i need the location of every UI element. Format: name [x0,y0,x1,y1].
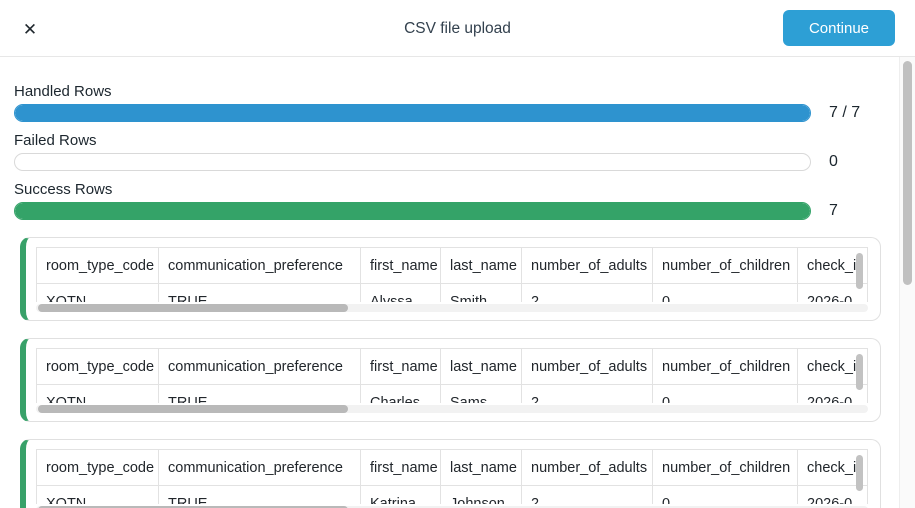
continue-button[interactable]: Continue [782,10,895,46]
column-header: room_type_code [36,348,159,385]
table-vertical-scrollbar[interactable] [856,253,863,289]
table-cell: XQTN [36,384,159,403]
dialog-header: ✕ CSV file upload Continue [0,0,915,57]
column-header: room_type_code [36,449,159,486]
column-header: number_of_children [652,449,798,486]
failed-rows-progressbar [14,153,811,171]
close-button[interactable]: ✕ [18,18,42,42]
column-header: check_i [797,449,867,486]
table-cell: 2 [521,384,653,403]
dialog-scrollbar-thumb[interactable] [903,61,912,285]
table-horizontal-scrollbar[interactable] [36,405,868,413]
success-rows-count: 7 [829,202,838,219]
table-cell: 2026-0 [797,283,867,302]
dialog-title: CSV file upload [404,20,511,37]
handled-rows-count: 7 / 7 [829,104,861,121]
csv-table-3: room_type_code communication_preference … [36,449,868,504]
table-cell: Katrina [360,485,441,504]
table-cell: 0 [652,384,798,403]
column-header: last_name [440,449,522,486]
table-row: XQTN TRUE Katrina Johnson 2 0 2026-0 [36,485,867,504]
column-header: last_name [440,348,522,385]
column-header: check_i [797,348,867,385]
csv-preview-card-1: room_type_code communication_preference … [20,237,881,321]
column-header: number_of_children [652,348,798,385]
table-cell: TRUE [158,384,361,403]
failed-rows-label: Failed Rows [14,132,97,149]
failed-rows-count: 0 [829,153,838,170]
table-horizontal-scrollbar[interactable] [36,304,868,312]
failed-rows-group: Failed Rows 0 [14,132,885,171]
column-header: communication_preference [158,449,361,486]
table-cell: 2 [521,283,653,302]
table-header-row: room_type_code communication_preference … [36,449,867,486]
column-header: room_type_code [36,247,159,284]
table-cell: Smith [440,283,522,302]
column-header: number_of_children [652,247,798,284]
handled-rows-label: Handled Rows [14,83,112,100]
csv-table-2: room_type_code communication_preference … [36,348,868,403]
csv-preview-card-2: room_type_code communication_preference … [20,338,881,422]
dialog-body: Handled Rows 7 / 7 Failed Rows 0 Success… [0,57,899,508]
table-cell: TRUE [158,485,361,504]
column-header: number_of_adults [521,247,653,284]
column-header: first_name [360,348,441,385]
success-rows-progressbar [14,202,811,220]
table-vertical-scrollbar[interactable] [856,354,863,390]
table-header-row: room_type_code communication_preference … [36,247,867,284]
table-cell: 0 [652,485,798,504]
table-cell: TRUE [158,283,361,302]
table-header-row: room_type_code communication_preference … [36,348,867,385]
handled-rows-progress-fill [15,105,810,121]
horizontal-scrollbar-thumb[interactable] [38,304,348,312]
column-header: last_name [440,247,522,284]
column-header: number_of_adults [521,348,653,385]
handled-rows-progressbar [14,104,811,122]
success-rows-progress-fill [15,203,810,219]
success-rows-group: Success Rows 7 [14,181,885,220]
table-vertical-scrollbar[interactable] [856,455,863,491]
close-icon: ✕ [22,20,38,39]
csv-preview-list: room_type_code communication_preference … [14,237,885,508]
table-row: XQTN TRUE Charles Sams 2 0 2026-0 [36,384,867,403]
table-horizontal-scrollbar[interactable] [36,506,868,508]
column-header: number_of_adults [521,449,653,486]
table-cell: XQTN [36,283,159,302]
csv-table-1: room_type_code communication_preference … [36,247,868,302]
column-header: first_name [360,449,441,486]
table-cell: Sams [440,384,522,403]
dialog-scrollbar[interactable] [899,57,915,508]
horizontal-scrollbar-thumb[interactable] [38,506,348,508]
table-cell: Johnson [440,485,522,504]
success-rows-label: Success Rows [14,181,113,198]
table-cell: 2026-0 [797,485,867,504]
handled-rows-group: Handled Rows 7 / 7 [14,83,885,122]
table-cell: 2026-0 [797,384,867,403]
table-row: XQTN TRUE Alyssa Smith 2 0 2026-0 [36,283,867,302]
column-header: first_name [360,247,441,284]
csv-preview-card-3: room_type_code communication_preference … [20,439,881,508]
horizontal-scrollbar-thumb[interactable] [38,405,348,413]
column-header: communication_preference [158,348,361,385]
table-cell: XQTN [36,485,159,504]
table-cell: 0 [652,283,798,302]
table-cell: 2 [521,485,653,504]
table-cell: Alyssa [360,283,441,302]
table-cell: Charles [360,384,441,403]
column-header: communication_preference [158,247,361,284]
